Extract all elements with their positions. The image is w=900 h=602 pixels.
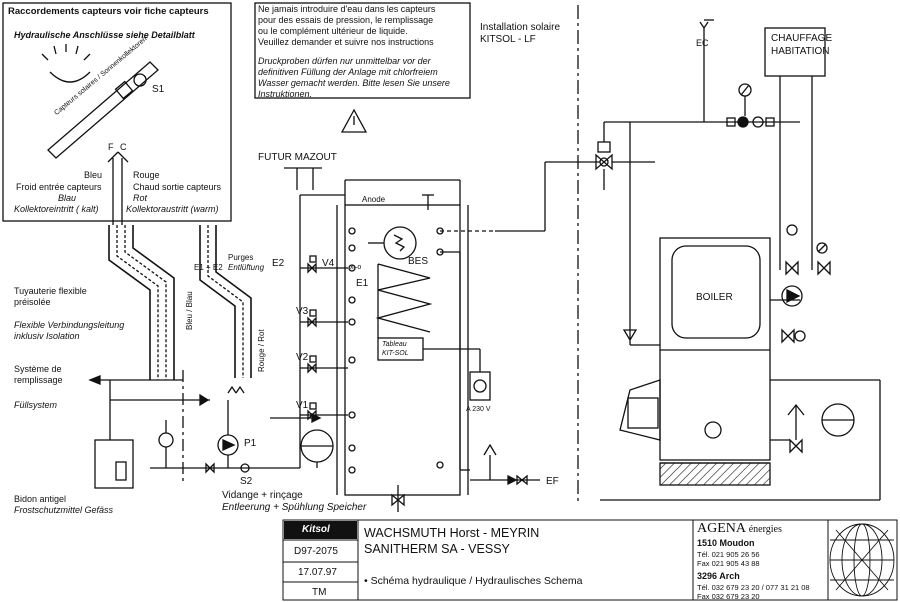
client-line1: WACHSMUTH Horst - MEYRIN xyxy=(364,526,540,540)
three-way-valve xyxy=(595,141,613,171)
heating-element-bes xyxy=(383,226,417,260)
valve-v2 xyxy=(307,355,317,374)
froid-de2: Kollektoreintritt ( kalt) xyxy=(14,204,99,214)
install-line2: KITSOL - LF xyxy=(480,34,536,45)
valve-v4 xyxy=(307,255,317,274)
location1: 1510 Moudon xyxy=(697,538,755,548)
antifreeze-can xyxy=(94,439,134,489)
anode-label: Anode xyxy=(362,195,386,204)
e1-label: E1 xyxy=(356,278,369,289)
p1-label: P1 xyxy=(244,438,257,449)
kitsol-label: Kitsol xyxy=(302,524,330,535)
chaud-fr: Chaud sortie capteurs xyxy=(133,182,222,192)
tableau-line1: Tableau xyxy=(382,341,407,348)
v4-label: V4 xyxy=(322,258,335,269)
client-line2: SANITHERM SA - VESSY xyxy=(364,542,510,556)
v3-label: V3 xyxy=(296,306,309,317)
power-outlet xyxy=(469,371,491,401)
xo-label: x–o xyxy=(350,264,362,271)
v1-label: V1 xyxy=(296,400,309,411)
doc-initials: TM xyxy=(312,587,327,598)
detail-subtitle: Hydraulische Anschlüsse siehe Detailblat… xyxy=(14,30,195,40)
frost: Frostschutzmittel Gefäss xyxy=(14,505,114,515)
bleu-label: Bleu xyxy=(84,170,103,180)
fax1: Fax 021 905 43 88 xyxy=(697,559,760,568)
tel1: Tél. 021 905 26 56 xyxy=(697,550,760,559)
boiler-unit xyxy=(659,237,771,461)
boiler-label: BOILER xyxy=(696,292,733,303)
ef-label: EF xyxy=(546,476,559,487)
location2: 3296 Arch xyxy=(697,571,740,581)
notice-box xyxy=(254,2,471,99)
purges-e1e2: E1 + E2 xyxy=(194,263,223,272)
vidange-fr: Vidange + rinçage xyxy=(222,490,303,501)
tuyauterie2: préisolée xyxy=(14,297,51,307)
chauffage-line2: HABITATION xyxy=(771,46,830,57)
s1-label: S1 xyxy=(152,84,165,95)
schema-label: • Schéma hydraulique / Hydraulisches Sch… xyxy=(364,575,583,587)
flex1: Flexible Verbindungsleitung xyxy=(14,320,125,330)
fullsystem: Füllsystem xyxy=(14,400,58,410)
heating-pump xyxy=(781,285,803,307)
heat-exchanger-coil xyxy=(375,263,433,333)
doc-number: D97-2075 xyxy=(294,546,338,557)
s2-label: S2 xyxy=(240,476,253,487)
chaud-de2: Kollektoraustritt (warm) xyxy=(126,204,219,214)
solar-collector xyxy=(47,61,159,159)
e2-label: E2 xyxy=(272,258,285,269)
tel2: Tél. 032 679 23 20 / 077 31 21 08 xyxy=(697,583,810,592)
froid-de1: Blau xyxy=(58,193,77,203)
power-label: A 230 V xyxy=(466,406,491,413)
bes-label: BES xyxy=(408,256,429,267)
froid-fr: Froid entrée capteurs xyxy=(16,182,102,192)
heating-box xyxy=(764,27,826,77)
notice-line1: Ne jamais introduire d'eau dans les capt… xyxy=(258,4,436,14)
blau-pipe-label: Bleu / Blau xyxy=(185,291,194,330)
valve-v3 xyxy=(307,309,317,328)
flex2: inklusiv Isolation xyxy=(14,331,80,341)
notice-line2: pour des essais de pression, le rempliss… xyxy=(258,15,434,25)
collector-detail-box xyxy=(2,2,232,222)
notice-de3: Wasser gemacht werden. Bitte lesen Sie u… xyxy=(258,78,450,88)
tuyauterie1: Tuyauterie flexible xyxy=(14,286,87,296)
burner xyxy=(619,379,661,441)
v2-label: V2 xyxy=(296,352,309,363)
c-label: C xyxy=(120,142,127,152)
boiler-window xyxy=(671,245,761,339)
company-name: AGENA énergies xyxy=(697,521,782,536)
f-label: F xyxy=(108,142,114,152)
notice-line3: ou le complément ultérieur de liquide. xyxy=(258,26,408,36)
valve-v1 xyxy=(307,402,317,421)
sun-icon xyxy=(41,44,91,83)
notice-de1: Druckproben dürfen nur unmittelbar vor d… xyxy=(258,56,431,66)
notice-de2: definitiven Füllung der Anlage mit chlor… xyxy=(258,67,438,77)
ec-label: EC xyxy=(696,38,709,48)
warning-icon xyxy=(340,108,368,133)
title-block xyxy=(282,519,898,601)
vidange-de: Entleerung + Spühlung Speicher xyxy=(222,502,367,513)
detail-title: Raccordements capteurs voir fiche capteu… xyxy=(8,6,209,17)
tableau-line2: KIT-SOL xyxy=(382,350,409,357)
rot-pipe-label: Rouge / Rot xyxy=(257,329,266,372)
install-line1: Installation solaire xyxy=(480,22,561,33)
systeme2: remplissage xyxy=(14,375,63,385)
futur-mazout-label: FUTUR MAZOUT xyxy=(258,152,337,163)
doc-date: 17.07.97 xyxy=(298,567,337,578)
company-logo xyxy=(829,523,895,597)
fax2: Fax 032 679 23 20 xyxy=(697,592,760,601)
chauffage-line1: CHAUFFAGE xyxy=(771,33,833,44)
rouge-label: Rouge xyxy=(133,170,160,180)
systeme1: Système de xyxy=(14,364,62,374)
purges-de: Entlüftung xyxy=(228,263,265,272)
purges-fr: Purges xyxy=(228,253,254,262)
bidon: Bidon antigel xyxy=(14,494,67,504)
notice-line4: Veuillez demander et suivre nos instruct… xyxy=(258,37,434,47)
notice-de4: Instruktionen. xyxy=(258,89,313,99)
chaud-de1: Rot xyxy=(133,193,148,203)
